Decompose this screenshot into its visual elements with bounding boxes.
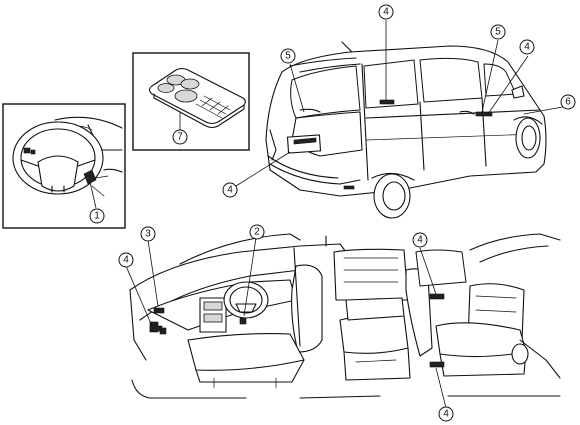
callout-3-label: 3 <box>145 229 151 240</box>
callout-6-label: 6 <box>565 97 571 108</box>
callout-5-side-label: 5 <box>495 27 501 38</box>
callout-2-label: 2 <box>254 227 260 238</box>
callout-4-rear: 4 <box>222 182 238 198</box>
callout-4-roof-label: 4 <box>383 7 389 18</box>
callout-4-rear-label: 4 <box>227 185 233 196</box>
callout-4-floor-label: 4 <box>443 409 449 420</box>
callout-4-dash-label: 4 <box>123 255 129 266</box>
van-exterior-rear-view <box>235 20 569 219</box>
callout-5-side: 5 <box>490 24 506 40</box>
callout-5-hatch: 5 <box>280 48 296 64</box>
callout-4-side: 4 <box>519 39 535 55</box>
callout-4-floor: 4 <box>438 406 454 422</box>
callout-4-side-label: 4 <box>524 42 530 53</box>
callout-4-middle: 4 <box>412 232 428 248</box>
callout-7: 7 <box>172 129 188 145</box>
callout-1-label: 1 <box>94 211 100 222</box>
callout-4-middle-label: 4 <box>417 235 423 246</box>
callout-5-hatch-label: 5 <box>285 51 291 62</box>
callout-7-label: 7 <box>177 132 183 143</box>
callout-6: 6 <box>560 94 576 110</box>
van-interior-view <box>125 233 561 409</box>
callout-4-dash: 4 <box>118 252 134 268</box>
callout-3: 3 <box>140 226 156 242</box>
callout-4-roof: 4 <box>378 4 394 20</box>
key-card-inset <box>132 52 250 151</box>
callout-1: 1 <box>89 208 105 224</box>
callout-2: 2 <box>249 224 265 240</box>
steering-wheel-inset <box>2 103 126 229</box>
